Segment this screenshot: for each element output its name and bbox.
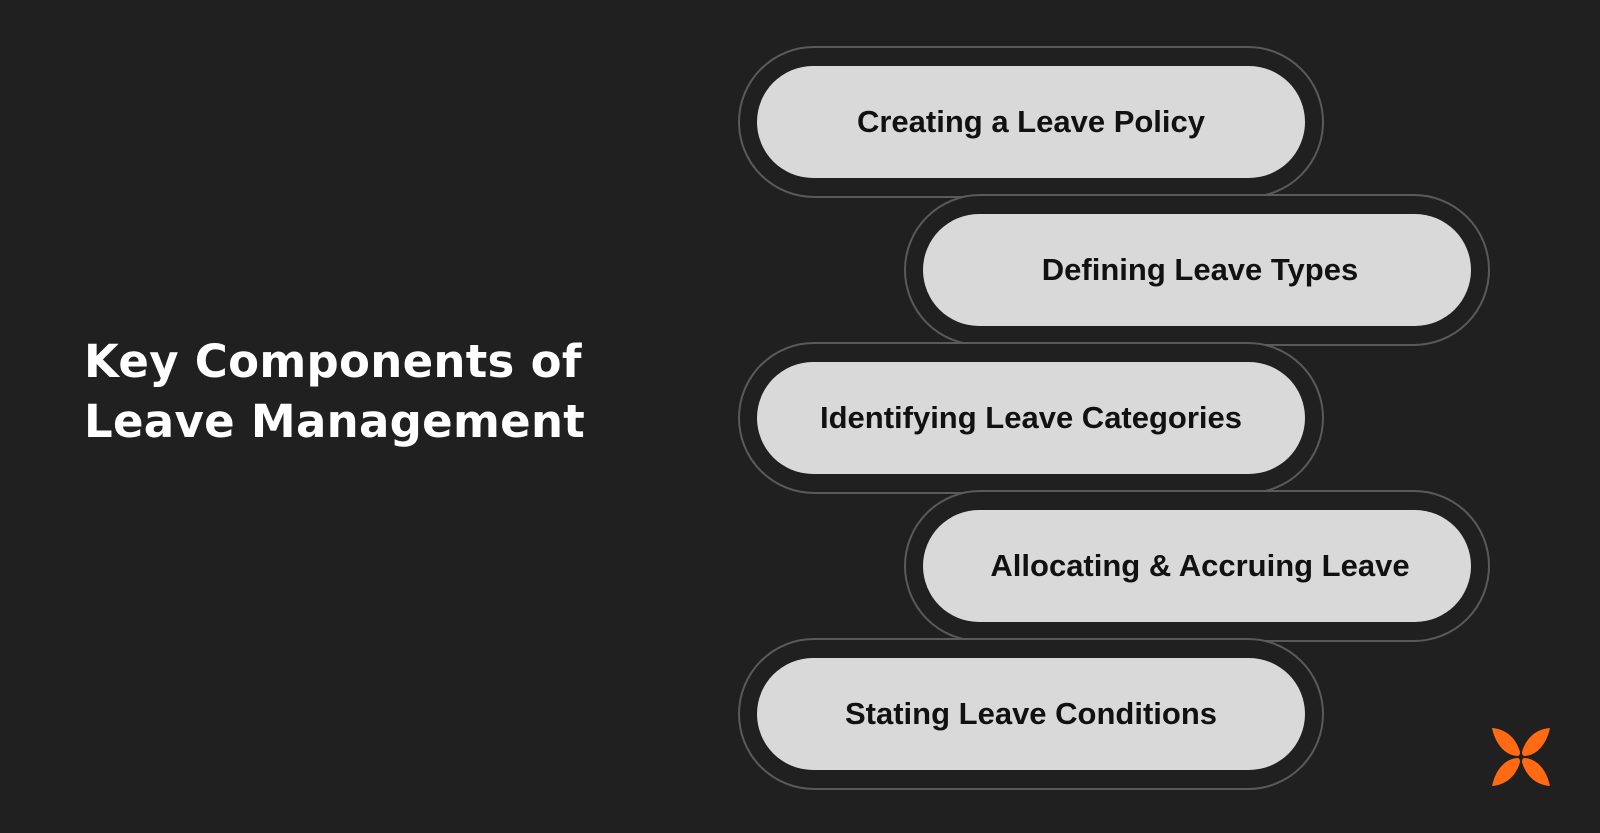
step-5-pill bbox=[757, 658, 1305, 770]
page-title: Key Components of Leave Management bbox=[84, 332, 585, 452]
pills bbox=[757, 66, 1471, 770]
step-3-pill bbox=[757, 362, 1305, 474]
step-2-label: Defining Leave Types bbox=[1042, 252, 1358, 287]
step-4-label: Allocating & Accruing Leave bbox=[990, 548, 1409, 583]
step-3-label: Identifying Leave Categories bbox=[820, 400, 1242, 435]
step-4-pill bbox=[923, 510, 1471, 622]
title-line-2: Leave Management bbox=[84, 395, 586, 448]
step-1-label: Creating a Leave Policy bbox=[857, 104, 1206, 139]
step-2-pill bbox=[923, 214, 1471, 326]
title-line-1: Key Components of bbox=[84, 335, 582, 388]
butterfly-logo-icon bbox=[1492, 728, 1550, 786]
step-1-pill bbox=[757, 66, 1305, 178]
step-5-label: Stating Leave Conditions bbox=[845, 696, 1217, 731]
